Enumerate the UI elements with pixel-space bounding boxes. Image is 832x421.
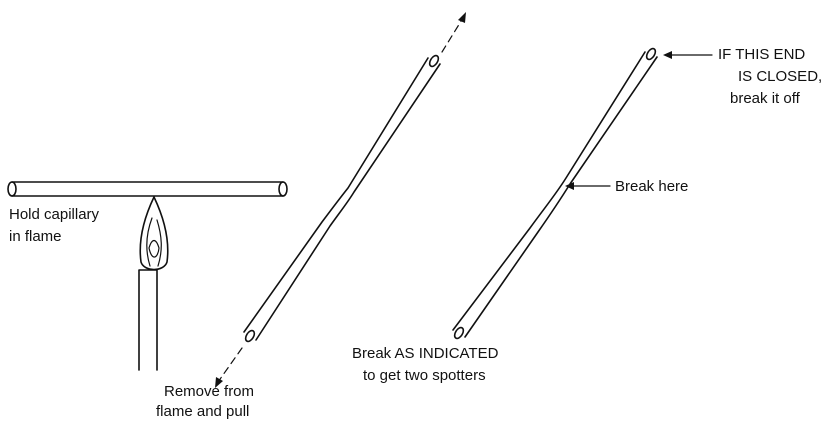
pull-arrow-down-shaft [217, 347, 243, 383]
horizontal-capillary-tube [11, 181, 284, 197]
breaking-panel: IF THIS END IS CLOSED, break it off Brea… [352, 46, 822, 384]
closed-end-label-line2: IS CLOSED, [738, 68, 822, 85]
pull-arrow-up-head [458, 12, 466, 23]
break-here-arrow-head [565, 182, 574, 190]
flame-outer [139, 196, 169, 271]
break-here-label: Break here [615, 178, 688, 195]
pulling-panel: Remove from flame and pull [156, 12, 466, 420]
heating-panel: Hold capillary in flame [7, 181, 288, 371]
spotter-tube-left-edge [452, 51, 646, 331]
remove-label-line2: flame and pull [156, 403, 249, 420]
spotter-tube-bottom-end [453, 326, 465, 340]
hold-capillary-label-line1: Hold capillary [9, 206, 100, 223]
spotter-tube-top-end [645, 47, 657, 61]
break-indicated-label-line1: Break AS INDICATED [352, 345, 499, 362]
pulled-capillary-tube-right-edge [255, 63, 441, 341]
closed-end-label-line3: break it off [730, 90, 801, 107]
hold-capillary-label-line2: in flame [9, 228, 62, 245]
closed-end-arrow-head [663, 51, 672, 59]
flame-core [148, 239, 160, 258]
pull-arrow-down-head [215, 377, 223, 388]
spotter-tube-right-edge [464, 56, 658, 338]
pulled-capillary-tube-left-edge [243, 57, 429, 333]
capillary-right-end [278, 181, 288, 197]
pulled-capillary-bottom-end [244, 329, 256, 343]
flame-inner-cone [146, 217, 162, 267]
remove-label-line1: Remove from [164, 383, 254, 400]
break-indicated-label-line2: to get two spotters [363, 367, 486, 384]
burner-barrel [138, 269, 158, 371]
capillary-left-end [7, 181, 17, 197]
closed-end-label-line1: IF THIS END [718, 46, 805, 63]
pulled-capillary-top-end [428, 54, 440, 68]
pull-arrow-up-shaft [441, 17, 464, 53]
